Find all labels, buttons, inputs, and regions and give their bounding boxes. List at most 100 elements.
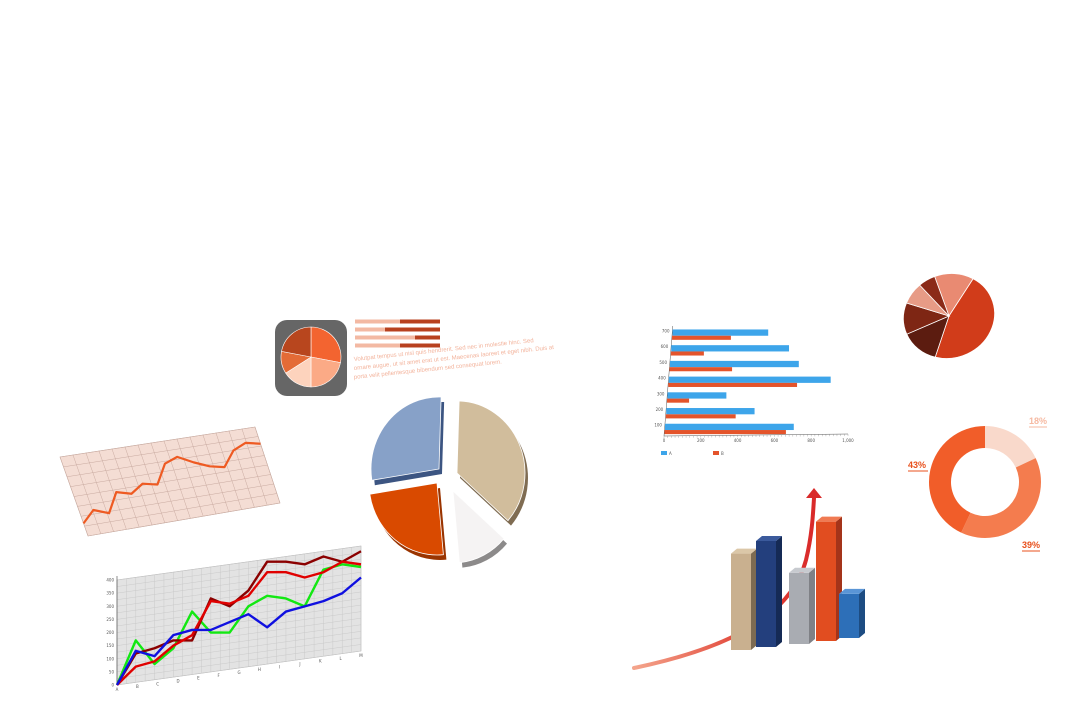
hbar-xtick: 200	[697, 438, 705, 443]
persp-line-gridline	[87, 502, 281, 537]
multi-line-series	[115, 576, 362, 686]
persp-line-gridline	[84, 493, 277, 527]
multi-line-ytick: 100	[106, 656, 114, 661]
bar3d-top	[756, 536, 782, 541]
bar3d-side	[776, 536, 782, 647]
icon-pie-stripe-accent	[385, 327, 440, 332]
bar3d-top	[731, 548, 757, 554]
hbar-bar-a	[667, 392, 727, 399]
multi-line-xtick: I	[279, 664, 280, 669]
multi-line-xtick: C	[156, 681, 159, 686]
perspective-line-chart	[59, 426, 281, 537]
multi-line-xtick: L	[340, 656, 343, 661]
donut-label: 39%	[1022, 540, 1040, 550]
bar3d-bar	[731, 553, 751, 650]
multi-line-xtick: M	[359, 653, 363, 658]
hbar-bar-b	[670, 351, 704, 356]
multi-line-ytick: 150	[106, 643, 114, 648]
hbar-legend-label-b: B	[721, 451, 724, 456]
donut-segment	[985, 426, 1036, 468]
multi-line-xtick: A	[116, 687, 119, 692]
multi-line-xtick: K	[319, 659, 322, 664]
persp-line-gridline	[77, 474, 271, 507]
dark-pie-slice	[919, 276, 950, 317]
exploded-pie-slice	[369, 482, 444, 556]
bar3d-bar	[816, 521, 836, 641]
multi-line-series	[115, 563, 362, 686]
multi-line-xtick: B	[136, 684, 139, 689]
hbar-xtick: 1,000	[842, 438, 854, 443]
exploded-pie-chart	[369, 396, 528, 568]
multi-line-ytick: 0	[111, 683, 114, 688]
icon-pie-stripe	[355, 319, 440, 324]
hbar-bar-b	[668, 382, 798, 387]
hbar-legend-swatch-b	[713, 451, 719, 455]
hbar-xtick: 0	[663, 438, 666, 443]
bar3d-top	[789, 567, 815, 573]
hbar-bar-b	[672, 335, 731, 340]
hbar-ytick: 400	[658, 376, 666, 381]
exploded-pie-slice	[370, 396, 442, 481]
bar-3d-chart	[632, 488, 865, 670]
hbar-xtick: 800	[807, 438, 815, 443]
exploded-pie-slice	[452, 489, 505, 564]
donut-label: 18%	[1029, 416, 1047, 426]
persp-line-series	[82, 441, 261, 525]
hbar-bar-b	[664, 430, 786, 435]
multi-line-series	[115, 550, 362, 686]
hbar-bar-a	[672, 329, 769, 336]
bar3d-side	[809, 567, 815, 644]
bar3d-side	[859, 588, 865, 638]
icon-pie-stripe-accent	[400, 319, 440, 324]
multi-line-xtick: D	[176, 679, 179, 684]
hbar-legend-swatch-a	[661, 451, 667, 455]
hbar-ytick: 500	[659, 360, 667, 365]
hbar-bar-a	[668, 376, 831, 383]
hbar-bar-b	[665, 414, 736, 419]
persp-line-gridline	[59, 426, 256, 458]
multi-line-xtick: F	[218, 673, 221, 678]
icon-pie-slice	[281, 326, 312, 358]
hbar-y-axis	[663, 325, 674, 437]
persp-line-gridline	[70, 455, 265, 487]
multi-line-xtick: G	[237, 670, 240, 675]
hbar-ytick: 200	[656, 407, 664, 412]
multi-line-ytick: 300	[106, 604, 114, 609]
persp-line-gridline	[80, 483, 274, 517]
hbar-bar-a	[664, 423, 794, 431]
hbar-ytick: 100	[654, 423, 662, 428]
multi-line-ytick: 50	[109, 669, 115, 674]
hbar-bar-b	[669, 367, 733, 372]
multi-line-xtick: H	[258, 667, 261, 672]
persp-line-gridline	[73, 464, 268, 497]
icon-pie-stripe	[355, 335, 440, 340]
icon-pie-stripe	[355, 343, 440, 348]
bar3d-top	[816, 516, 842, 522]
hbar-ytick: 300	[657, 391, 665, 396]
bar3d-side	[751, 548, 757, 650]
bar3d-bar	[789, 572, 809, 644]
exploded-pie-slice	[456, 400, 526, 522]
dark-pie-slice	[934, 278, 995, 359]
hbar-legend-label-a: A	[669, 451, 672, 456]
dark-pie-chart	[903, 273, 995, 359]
hbar-ytick: 600	[661, 344, 669, 349]
multi-line-series	[116, 560, 362, 686]
persp-line-gridline	[66, 445, 262, 477]
donut-label: 43%	[908, 460, 926, 470]
icon-pie-slice	[310, 356, 341, 388]
bar3d-top	[839, 588, 865, 594]
bar3d-bar	[756, 541, 776, 647]
icon-pie-stripe-accent	[415, 335, 440, 340]
growth-arrow-head	[806, 488, 822, 498]
multi-line-xtick: E	[197, 676, 200, 681]
growth-arrow-line	[632, 496, 816, 670]
multi-line-ytick: 400	[106, 578, 114, 583]
donut-segment	[929, 426, 985, 533]
hbar-ytick: 700	[662, 328, 670, 333]
hbar-bar-a	[670, 360, 799, 368]
hbar-bar-b	[666, 398, 690, 403]
